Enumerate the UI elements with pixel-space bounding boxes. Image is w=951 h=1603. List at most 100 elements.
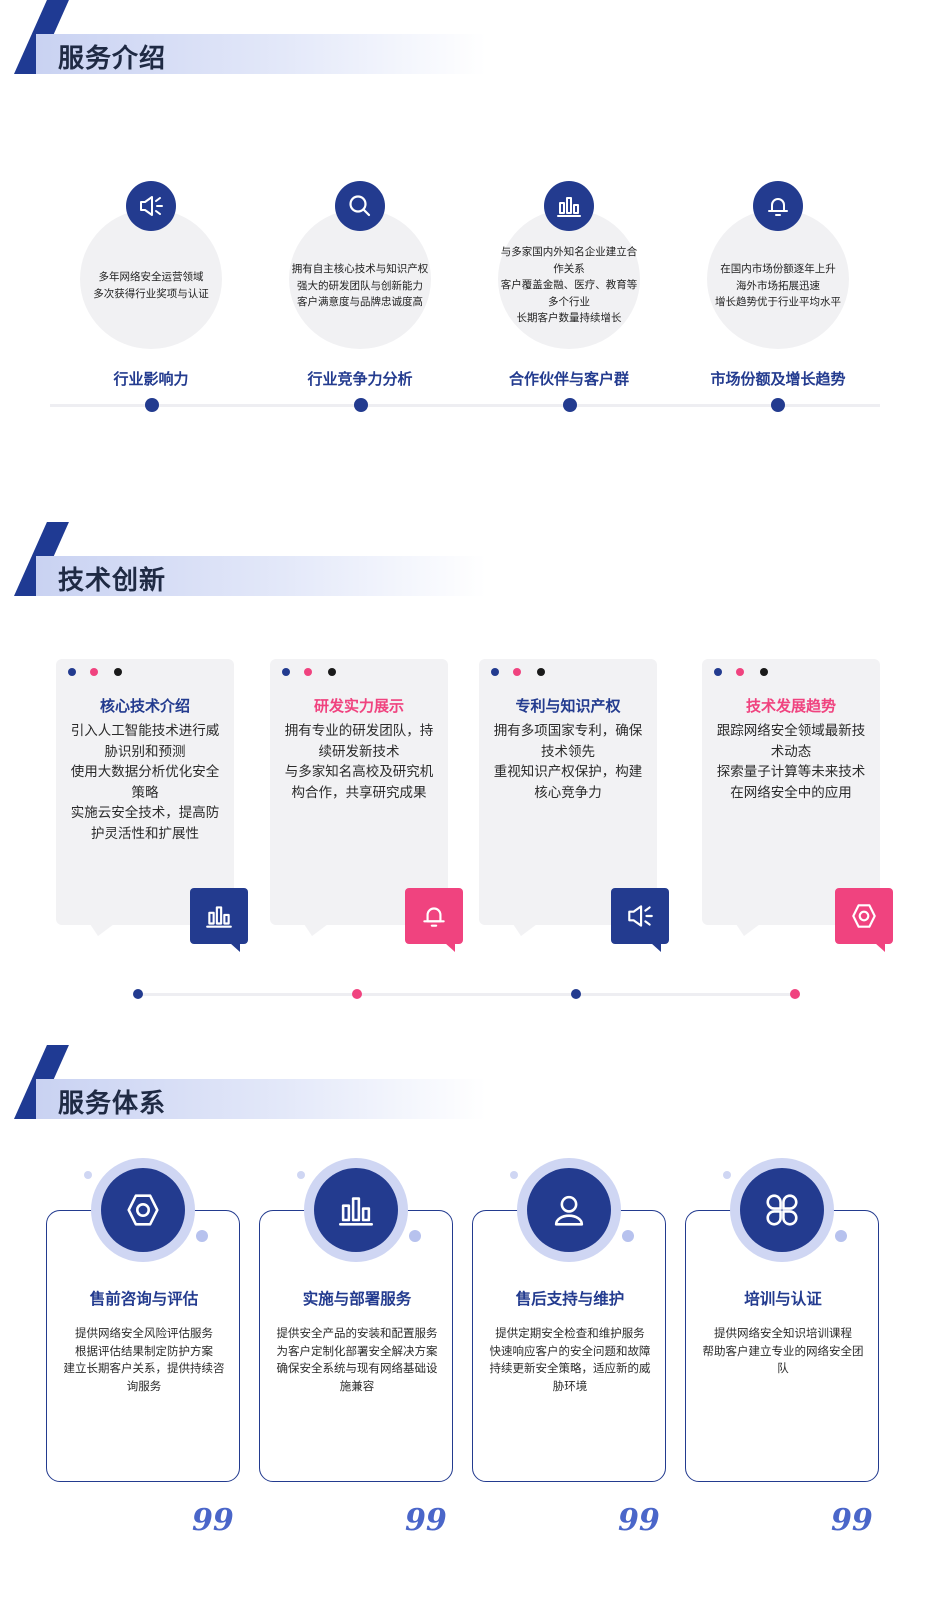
section-header-intro: 服务介绍 [0, 0, 500, 80]
bar-chart-icon [544, 181, 594, 231]
intro-line: 与多家国内外知名企业建立合 [500, 246, 638, 258]
innovation-timeline [138, 993, 798, 996]
badge-tail [230, 943, 240, 952]
service-body: 提供网络安全知识培训课程 帮助客户建立专业的网络安全团 队 [694, 1325, 872, 1378]
service-body: 提供定期安全检查和维护服务 快速响应客户的安全问题和故障 持续更新安全策略，适应… [481, 1325, 659, 1395]
card-title: 研发实力展示 [313, 697, 404, 715]
intro-label: 行业影响力 [113, 370, 189, 388]
header-band [36, 34, 486, 74]
decor-dot [297, 1171, 305, 1179]
intro-line: 增长趋势优于行业平均水平 [715, 296, 841, 308]
card-line: 护灵活性和扩展性 [91, 825, 199, 842]
dot-pink [513, 668, 521, 676]
intro-bubble [707, 209, 849, 349]
dot-pink [736, 668, 744, 676]
decor-dot [622, 1230, 634, 1242]
card-tail [304, 924, 328, 936]
section-header-services: 服务体系 [0, 1045, 500, 1125]
service-title: 售后支持与维护 [515, 1290, 625, 1308]
service-line: 询服务 [126, 1378, 162, 1393]
section-header-innovation: 技术创新 [0, 522, 500, 602]
dot-pink [304, 668, 312, 676]
intro-line: 多次获得行业奖项与认证 [93, 287, 209, 300]
intro-line: 客户满意度与品牌忠诚度高 [297, 296, 423, 308]
card-tail [513, 924, 537, 936]
quote-icon: 99 [192, 1503, 234, 1538]
intro-text: 在国内市场份额逐年上升 海外市场拓展迅速 增长趋势优于行业平均水平 [678, 261, 878, 311]
megaphone-icon [126, 181, 176, 231]
timeline-dot [790, 989, 800, 999]
intro-bubble [80, 209, 222, 349]
bell-icon [753, 181, 803, 231]
intro-label: 合作伙伴与客户群 [508, 370, 629, 388]
intro-line: 多个行业 [548, 295, 590, 308]
service-icon-halo [517, 1158, 621, 1262]
dot-navy [68, 668, 76, 676]
card-line: 术动态 [770, 743, 812, 760]
innovation-card-trend: 技术发展趋势 跟踪网络安全领域最新技 术动态 探索量子计算等未来技术 在网络安全… [702, 659, 880, 936]
service-icon-halo [304, 1158, 408, 1262]
service-line: 提供定期安全检查和维护服务 [495, 1326, 645, 1340]
badge-tail [875, 943, 885, 952]
bar-chart-icon [190, 888, 248, 952]
card-line: 跟踪网络安全领域最新技 [716, 723, 866, 739]
hexagon-icon [101, 1168, 185, 1252]
card-line: 拥有专业的研发团队，持 [284, 723, 434, 739]
card-line: 在网络安全中的应用 [730, 784, 852, 801]
intro-label: 行业竞争力分析 [307, 370, 413, 388]
timeline-dot [352, 989, 362, 999]
service-icon-halo [91, 1158, 195, 1262]
intro-line: 作关系 [553, 262, 585, 275]
service-line: 胁环境 [552, 1378, 588, 1393]
hexagon-icon [835, 888, 893, 952]
card-line: 探索量子计算等未来技术 [716, 764, 866, 780]
decor-dot [723, 1171, 731, 1179]
service-line: 为客户定制化部署安全解决方案 [276, 1343, 438, 1358]
header-band [36, 556, 486, 596]
card-title: 专利与知识产权 [515, 697, 621, 715]
card-line: 实施云安全技术，提高防 [70, 805, 220, 821]
card-line: 技术领先 [541, 743, 595, 760]
intro-bubble [498, 209, 640, 349]
decor-dot [835, 1230, 847, 1242]
badge-tail [651, 943, 661, 952]
card-line: 胁识别和预测 [104, 743, 186, 760]
card-line: 策略 [131, 784, 159, 801]
service-line: 提供安全产品的安装和配置服务 [276, 1326, 438, 1340]
timeline-dot [354, 398, 368, 412]
decor-dot [510, 1171, 518, 1179]
innovation-card-core: 核心技术介绍 引入人工智能技术进行威 胁识别和预测 使用大数据分析优化安全 策略… [56, 659, 234, 936]
badge-tail [445, 943, 455, 952]
card-tail [90, 924, 114, 936]
intro-timeline [50, 404, 880, 407]
dot-black [537, 668, 545, 676]
service-line: 帮助客户建立专业的网络安全团 [702, 1343, 864, 1358]
intro-text: 多年网络安全运营领域 多次获得行业奖项与认证 [51, 269, 251, 302]
card-title: 核心技术介绍 [99, 697, 190, 715]
dot-navy [714, 668, 722, 676]
header-band [36, 1079, 486, 1119]
card-line: 重视知识产权保护，构建 [493, 764, 643, 780]
decor-dot [196, 1230, 208, 1242]
intro-line: 长期客户数量持续增长 [516, 312, 622, 324]
dot-black [760, 668, 768, 676]
bell-icon [405, 888, 463, 952]
intro-line: 多年网络安全运营领域 [98, 271, 204, 283]
card-line: 与多家知名高校及研究机 [284, 764, 434, 780]
service-title: 售前咨询与评估 [89, 1290, 199, 1308]
card-line: 使用大数据分析优化安全 [70, 764, 220, 780]
dot-navy [491, 668, 499, 676]
search-icon [335, 181, 385, 231]
service-line: 施兼容 [339, 1378, 375, 1393]
service-line: 提供网络安全风险评估服务 [75, 1326, 213, 1340]
intro-line: 拥有自主核心技术与知识产权 [291, 263, 429, 275]
intro-line: 海外市场拓展迅速 [736, 279, 820, 292]
section-title: 服务介绍 [58, 44, 167, 74]
service-title: 实施与部署服务 [302, 1290, 412, 1308]
service-body: 提供安全产品的安装和配置服务 为客户定制化部署安全解决方案 确保安全系统与现有网… [268, 1325, 446, 1395]
clover-icon [740, 1168, 824, 1252]
card-body: 拥有专业的研发团队，持 续研发新技术 与多家知名高校及研究机 构合作，共享研究成… [280, 721, 438, 803]
section-title: 服务体系 [58, 1089, 167, 1119]
service-line: 建立长期客户关系，提供持续咨 [63, 1361, 225, 1375]
service-icon-halo [730, 1158, 834, 1262]
